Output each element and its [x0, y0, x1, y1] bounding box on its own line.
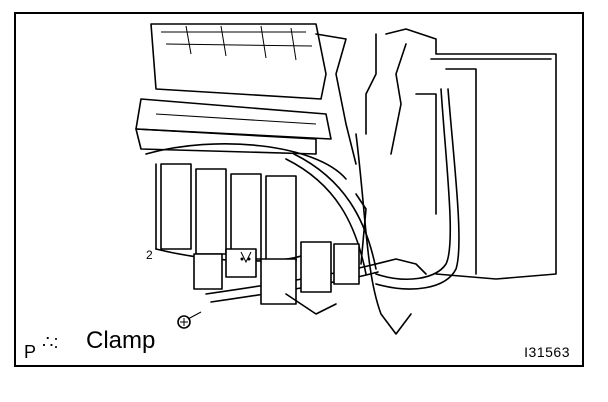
figure-id: I31563: [524, 344, 570, 360]
svg-text:2: 2: [146, 248, 153, 262]
right-duct: [315, 28, 557, 335]
screw-icon: [177, 311, 202, 329]
figure-frame: 2: [14, 12, 584, 367]
clamp-label: Clamp: [86, 327, 156, 354]
triangle-dots-icon: ∴:: [42, 332, 59, 352]
heater-unit-illustration: 2: [135, 23, 557, 335]
blower-housing: [135, 23, 332, 155]
connector-cluster: [193, 241, 360, 315]
p-marker: P: [24, 342, 37, 362]
blower-motor: 2: [145, 143, 347, 262]
